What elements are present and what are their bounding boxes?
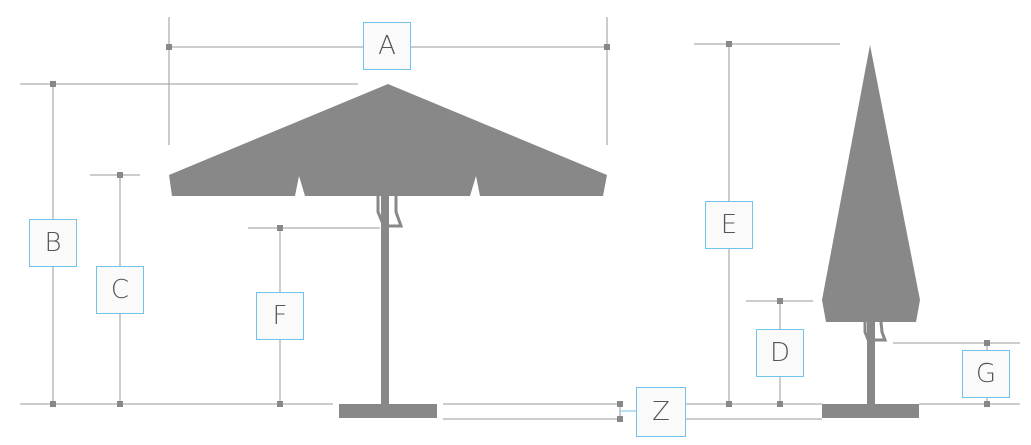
label-g: G [962, 350, 1010, 398]
label-a: A [363, 22, 411, 70]
label-e: E [705, 201, 753, 249]
label-d: D [756, 329, 804, 377]
label-f: F [256, 292, 304, 340]
closed-umbrella [822, 45, 920, 418]
label-b: B [29, 219, 77, 267]
dimension-end-markers [50, 41, 990, 422]
label-z: Z [636, 387, 686, 437]
label-c: C [96, 266, 144, 314]
open-umbrella [169, 84, 607, 418]
